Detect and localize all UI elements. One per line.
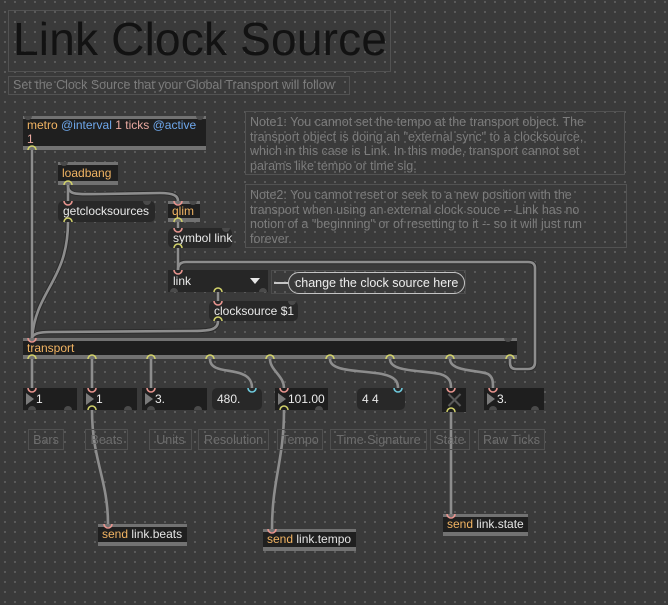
cord-clocksource-to-transport[interactable] [30, 319, 220, 340]
clock-source-selected: link [173, 274, 192, 288]
label-state: State [430, 429, 470, 450]
getclocksources-message[interactable]: getclocksources [58, 201, 155, 222]
send-state-arg: link.state [476, 517, 524, 531]
clocksource-message[interactable]: clocksource $1 [209, 301, 298, 321]
hint-bubble: change the clock source here [288, 272, 466, 294]
resolution-value: 480. [217, 392, 241, 406]
dropdown-triangle-icon[interactable] [250, 278, 260, 284]
label-bars: Bars [28, 429, 64, 450]
transport-class: transport [27, 341, 75, 355]
cord-transport-state[interactable] [388, 357, 453, 390]
send-beats-class: send [102, 527, 129, 541]
label-bars-text: Bars [33, 433, 59, 447]
state-toggle[interactable] [442, 388, 466, 412]
bars-value: 1 [36, 392, 43, 406]
loadbang-object[interactable]: loadbang [58, 162, 118, 185]
metro-active-value: 1 [27, 131, 34, 146]
send-beats-arg: link.beats [131, 527, 183, 541]
loadbang-class: loadbang [62, 166, 112, 180]
number-triangle-icon [145, 393, 153, 405]
label-resolution: Resolution [198, 429, 269, 450]
metro-interval-value: 1 ticks [115, 118, 150, 132]
cord-transport-time-signature[interactable] [328, 357, 400, 390]
cord-getclocksources-to-transport[interactable] [30, 220, 70, 340]
label-resolution-text: Resolution [203, 433, 264, 447]
units-value: 3. [155, 392, 166, 406]
label-units: Units [149, 429, 192, 450]
raw-ticks-value: 3. [497, 392, 508, 406]
tempo-value: 101.00 [288, 392, 325, 406]
label-time-signature-text: Time Signature [336, 433, 421, 447]
number-triangle-icon [487, 393, 495, 405]
getclocksources-text: getclocksources [63, 204, 150, 218]
cord-loadbang-to-qlim[interactable] [66, 183, 180, 203]
send-tempo-arg: link.tempo [296, 532, 352, 546]
cord-beats-to-send[interactable] [90, 408, 110, 526]
note1-comment: Note1: You cannot set the tempo at the t… [245, 111, 625, 175]
label-tempo-text: Tempo [281, 433, 319, 447]
label-units-text: Units [156, 433, 185, 447]
label-tempo: Tempo [277, 429, 323, 450]
qlim-class: qlim [172, 204, 195, 218]
label-beats-text: Beats [90, 433, 123, 447]
page-subtitle: Set the Clock Source that your Global Tr… [13, 78, 335, 92]
qlim-object[interactable]: qlim [168, 201, 200, 222]
metro-interval-attr: @interval [61, 118, 112, 132]
title-comment: Link Clock Source [8, 10, 391, 72]
cord-transport-resolution[interactable] [208, 357, 254, 390]
note2-text: Note2: You cannot reset or seek to a new… [250, 188, 582, 246]
send-link-tempo-object[interactable]: send link.tempo [263, 529, 356, 551]
time-signature-message[interactable]: 4 4 [357, 388, 405, 410]
cord-transport-raw-ticks[interactable] [448, 357, 495, 390]
cord-tempo-to-send[interactable] [270, 408, 286, 531]
page-title: Link Clock Source [13, 13, 388, 65]
hint-comment: change the clock source here [271, 270, 466, 294]
label-state-text: State [435, 433, 465, 447]
bubble-pointer [274, 282, 288, 284]
send-tempo-class: send [267, 532, 294, 546]
metro-object[interactable]: metro @interval 1 ticks @active 1 [23, 116, 206, 150]
beats-number[interactable]: 1 [83, 388, 137, 410]
time-signature-value: 4 4 [362, 392, 379, 406]
number-triangle-icon [26, 393, 34, 405]
note1-text: Note1: You cannot set the tempo at the t… [250, 115, 585, 173]
transport-object[interactable]: transport [23, 338, 517, 359]
note2-comment: Note2: You cannot reset or seek to a new… [245, 184, 627, 248]
send-link-beats-object[interactable]: send link.beats [98, 524, 187, 546]
label-raw-ticks-text: Raw Ticks [483, 433, 540, 447]
metro-class: metro [27, 118, 58, 132]
cord-transport-tempo[interactable] [268, 357, 286, 390]
label-beats: Beats [85, 429, 128, 450]
number-triangle-icon [86, 393, 94, 405]
hint-text: change the clock source here [295, 276, 459, 290]
send-state-class: send [447, 517, 474, 531]
symbol-link-message[interactable]: symbol link [168, 228, 232, 248]
send-link-state-object[interactable]: send link.state [443, 514, 528, 536]
clocksource-text: clocksource $1 [214, 304, 295, 318]
label-time-signature: Time Signature [330, 429, 427, 450]
beats-value: 1 [96, 392, 103, 406]
tempo-number[interactable]: 101.00 [275, 388, 328, 410]
number-triangle-icon [278, 393, 286, 405]
subtitle-comment: Set the Clock Source that your Global Tr… [8, 76, 350, 95]
metro-active-attr: @active [152, 118, 197, 132]
bars-number[interactable]: 1 [23, 388, 77, 410]
units-number[interactable]: 3. [142, 388, 207, 410]
symbol-link-text: symbol link [173, 231, 233, 245]
clock-source-menu[interactable]: link [168, 270, 268, 292]
label-raw-ticks: Raw Ticks [478, 429, 545, 450]
raw-ticks-number[interactable]: 3. [484, 388, 544, 410]
resolution-message[interactable]: 480. [212, 388, 262, 410]
